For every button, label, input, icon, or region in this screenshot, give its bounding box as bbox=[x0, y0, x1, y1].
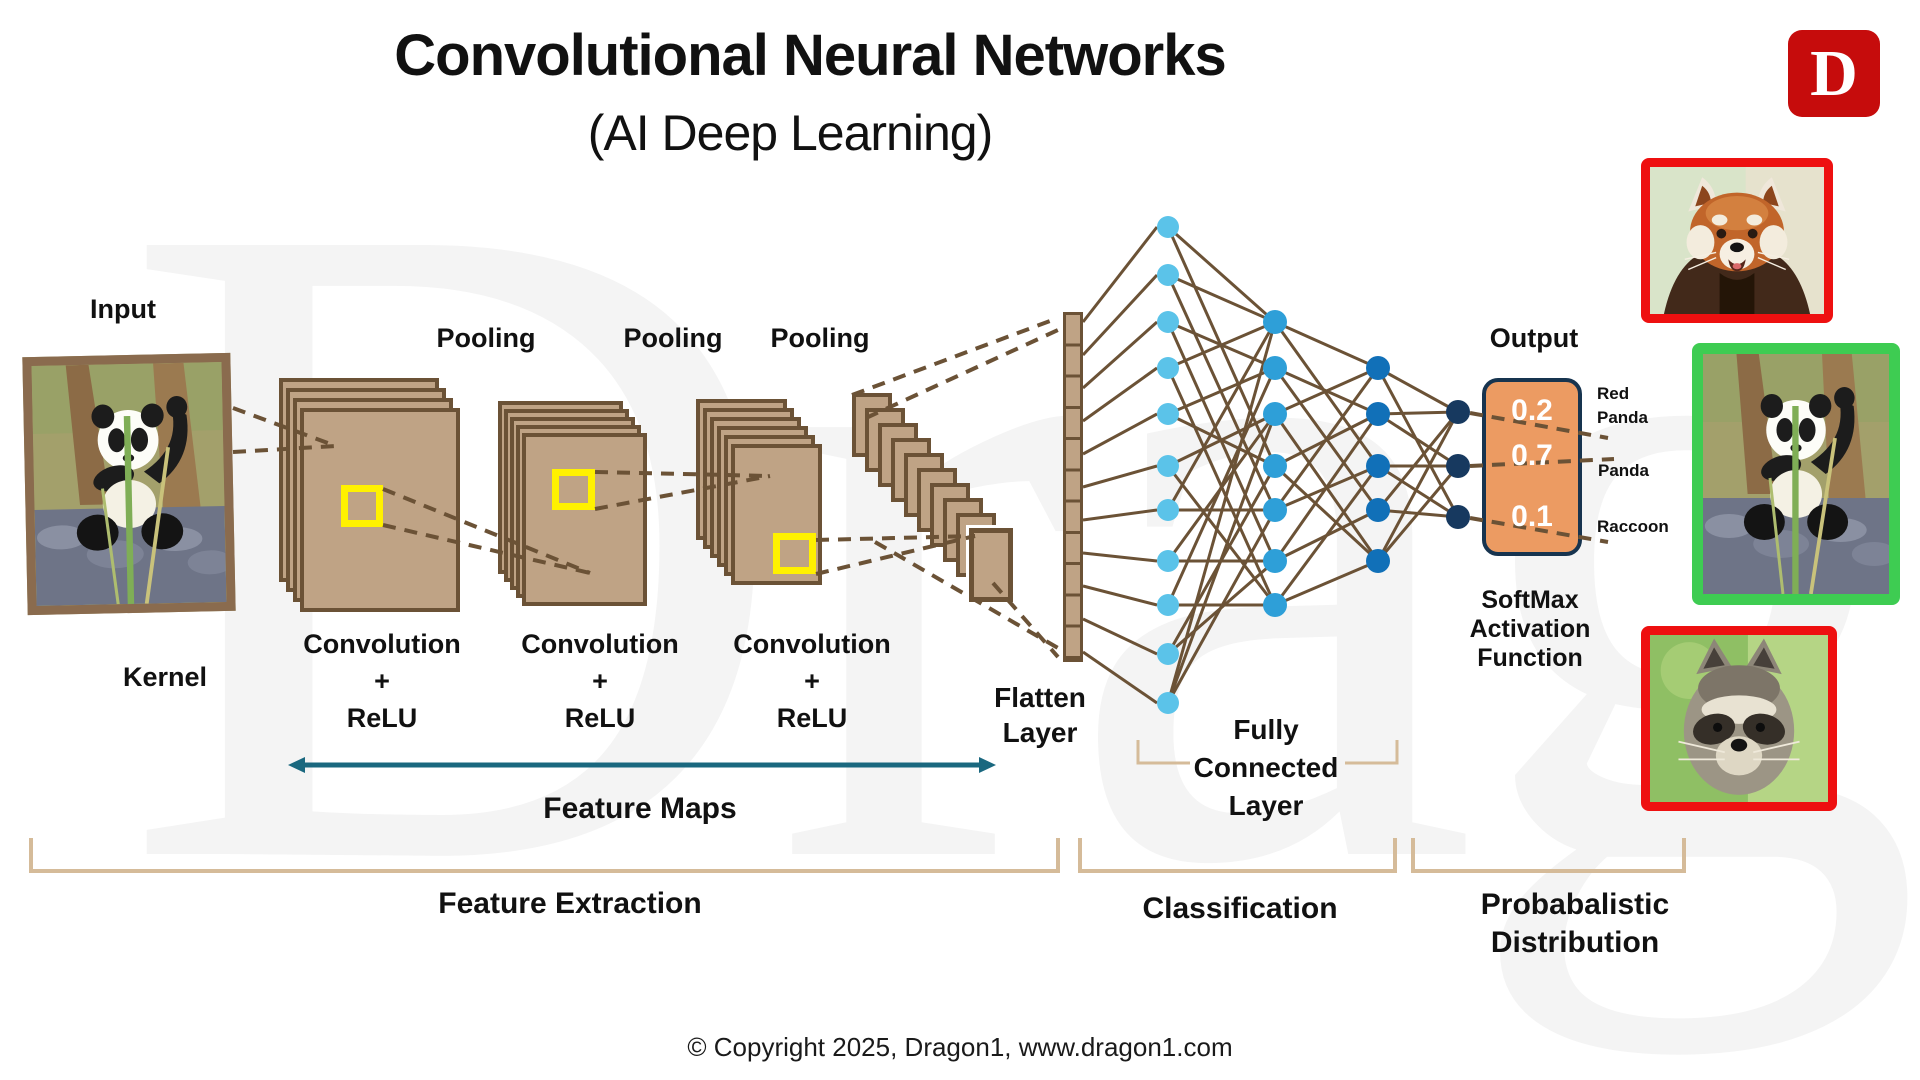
input-image bbox=[22, 352, 236, 616]
kernel-window-2 bbox=[552, 469, 595, 510]
class-image-panda bbox=[1692, 343, 1900, 605]
conv-feature-map-front bbox=[522, 433, 647, 606]
cascade-map bbox=[969, 528, 1013, 602]
kernel-window-1 bbox=[341, 485, 383, 527]
kernel-window-3 bbox=[773, 533, 816, 574]
softmax-output-box bbox=[1482, 378, 1582, 556]
page-title: Convolutional Neural Networks bbox=[394, 23, 1226, 88]
logo-letter: D bbox=[1810, 36, 1858, 110]
flatten-layer-bar bbox=[1063, 312, 1083, 662]
dragon1-logo: D bbox=[1788, 30, 1880, 117]
panda-photo-illustration bbox=[1703, 354, 1889, 594]
page-subtitle: (AI Deep Learning) bbox=[587, 105, 993, 161]
raccoon-photo-illustration bbox=[1650, 635, 1828, 802]
class-image-red-panda bbox=[1641, 158, 1833, 323]
class-image-raccoon bbox=[1641, 626, 1837, 811]
red-panda-photo-illustration bbox=[1650, 167, 1824, 314]
panda-photo-illustration bbox=[31, 362, 227, 606]
